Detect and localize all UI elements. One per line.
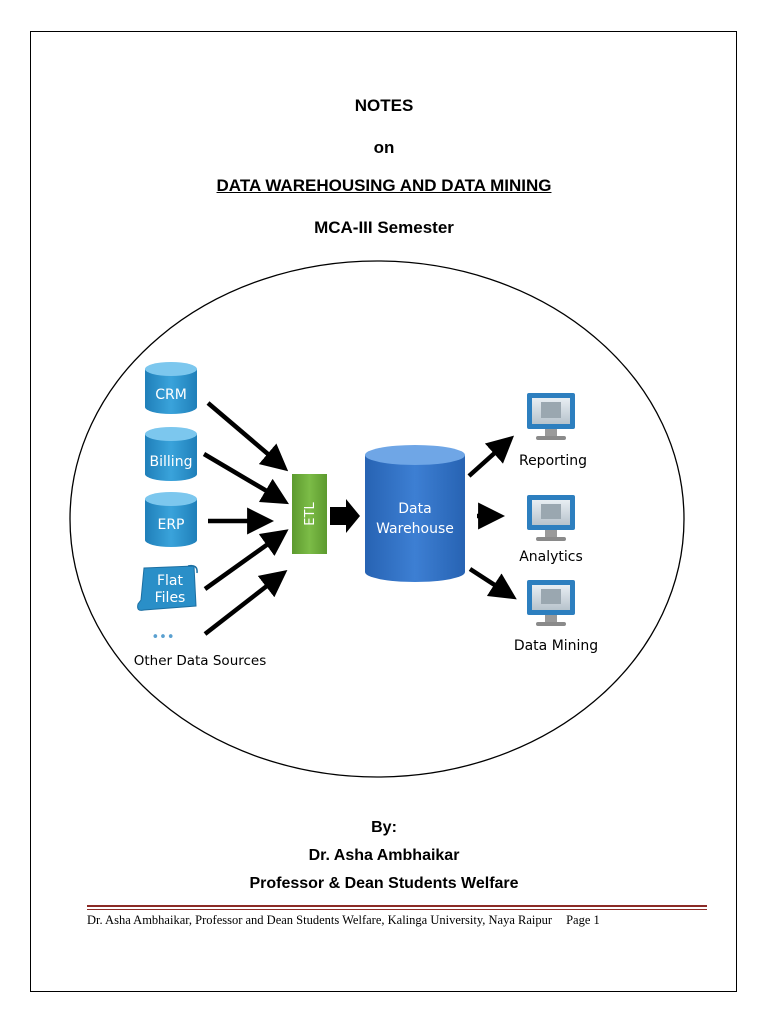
data-mining-monitor-icon: [527, 580, 575, 626]
other-sources-label: Other Data Sources: [134, 653, 267, 669]
etl-box: ETL: [292, 474, 327, 554]
etl-label: ETL: [303, 502, 318, 526]
warehouse-label-warehouse: Warehouse: [376, 521, 454, 537]
footer-rule: [87, 905, 707, 907]
doc-title-on: on: [373, 138, 395, 157]
erp-database-icon: ERP: [145, 492, 197, 547]
output-label-analytics: Analytics: [519, 549, 583, 565]
author-by: By:: [371, 819, 397, 836]
output-arrows: [467, 435, 517, 600]
diagram-ellipse: [69, 260, 685, 778]
flat-files-scroll-icon: Flat Files: [137, 564, 198, 611]
author-name: Dr. Asha Ambhaikar: [308, 847, 460, 864]
billing-database-icon: Billing: [145, 427, 197, 481]
doc-title-semester: MCA-III Semester: [314, 218, 454, 237]
source-label-billing: Billing: [150, 454, 193, 470]
source-arrows: [202, 401, 289, 636]
source-label-files: Files: [155, 590, 186, 606]
crm-database-icon: CRM: [145, 362, 197, 414]
doc-title-notes: NOTES: [354, 96, 414, 115]
page-border: [30, 31, 737, 992]
analytics-monitor-icon: [527, 495, 575, 541]
data-warehouse-cylinder-icon: Data Warehouse: [365, 445, 465, 582]
other-sources-dots-icon: •••: [151, 630, 174, 645]
source-label-crm: CRM: [155, 387, 187, 403]
source-label-flat: Flat: [157, 573, 184, 589]
output-label-reporting: Reporting: [519, 453, 587, 469]
author-role: Professor & Dean Students Welfare: [249, 875, 519, 892]
source-label-erp: ERP: [157, 517, 184, 533]
etl-to-warehouse-arrow: [330, 499, 360, 533]
footer-rule-thin: [87, 909, 707, 910]
page-number: Page 1: [566, 913, 600, 927]
page-footer: Dr. Asha Ambhaikar, Professor and Dean S…: [87, 913, 707, 928]
footer-text: Dr. Asha Ambhaikar, Professor and Dean S…: [87, 913, 553, 927]
reporting-monitor-icon: [527, 393, 575, 440]
doc-title-subject: DATA WAREHOUSING AND DATA MINING: [216, 176, 552, 195]
warehouse-label-data: Data: [398, 501, 431, 517]
output-label-data-mining: Data Mining: [514, 638, 598, 654]
